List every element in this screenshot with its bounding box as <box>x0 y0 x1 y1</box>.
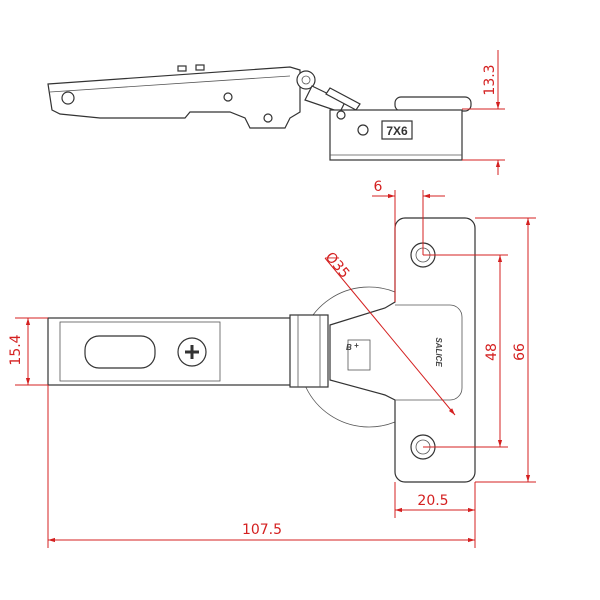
dimension-plate-depth: 20.5 <box>394 482 476 548</box>
dim-66: 66 <box>512 343 528 361</box>
screw-label-box <box>381 120 413 140</box>
dimension-cup-depth: 13.3 <box>462 50 505 175</box>
knuckle <box>289 314 329 388</box>
cup-mark-letter: B <box>346 343 352 352</box>
dim-13-3: 13.3 <box>482 64 498 95</box>
cup-mark-sign: + <box>354 341 359 350</box>
pivot-circle <box>296 70 316 90</box>
clip-circle <box>61 91 75 105</box>
dim-107-5: 107.5 <box>242 522 282 538</box>
dimension-hole-spacing: 48 <box>423 254 508 448</box>
dimension-overall-length: 107.5 <box>47 385 475 548</box>
brand-mark: SALICE <box>434 337 443 367</box>
rivet <box>336 110 346 120</box>
hinge-arm-side <box>47 66 301 129</box>
adjust-screw-side <box>177 65 187 72</box>
dim-35: Ø35 <box>322 249 353 281</box>
mounting-plate-side <box>394 96 472 112</box>
dim-6: 6 <box>374 179 383 195</box>
dim-20-5: 20.5 <box>417 493 448 509</box>
rivet <box>263 113 273 123</box>
plan-view: SALICE B + <box>47 217 476 483</box>
dim-48: 48 <box>484 343 500 361</box>
dimension-plate-height: 66 <box>475 217 536 483</box>
dimension-arm-width: 15.4 <box>8 317 48 386</box>
dimension-hole-offset: 6 <box>372 179 445 302</box>
adjustment-slot <box>84 335 156 369</box>
dim-15-4: 15.4 <box>8 334 24 365</box>
screw-head <box>357 124 369 136</box>
adjust-screw-side <box>195 64 205 71</box>
side-view: 7X6 <box>47 64 472 161</box>
rivet <box>223 92 233 102</box>
screw-label: 7X6 <box>386 124 408 138</box>
